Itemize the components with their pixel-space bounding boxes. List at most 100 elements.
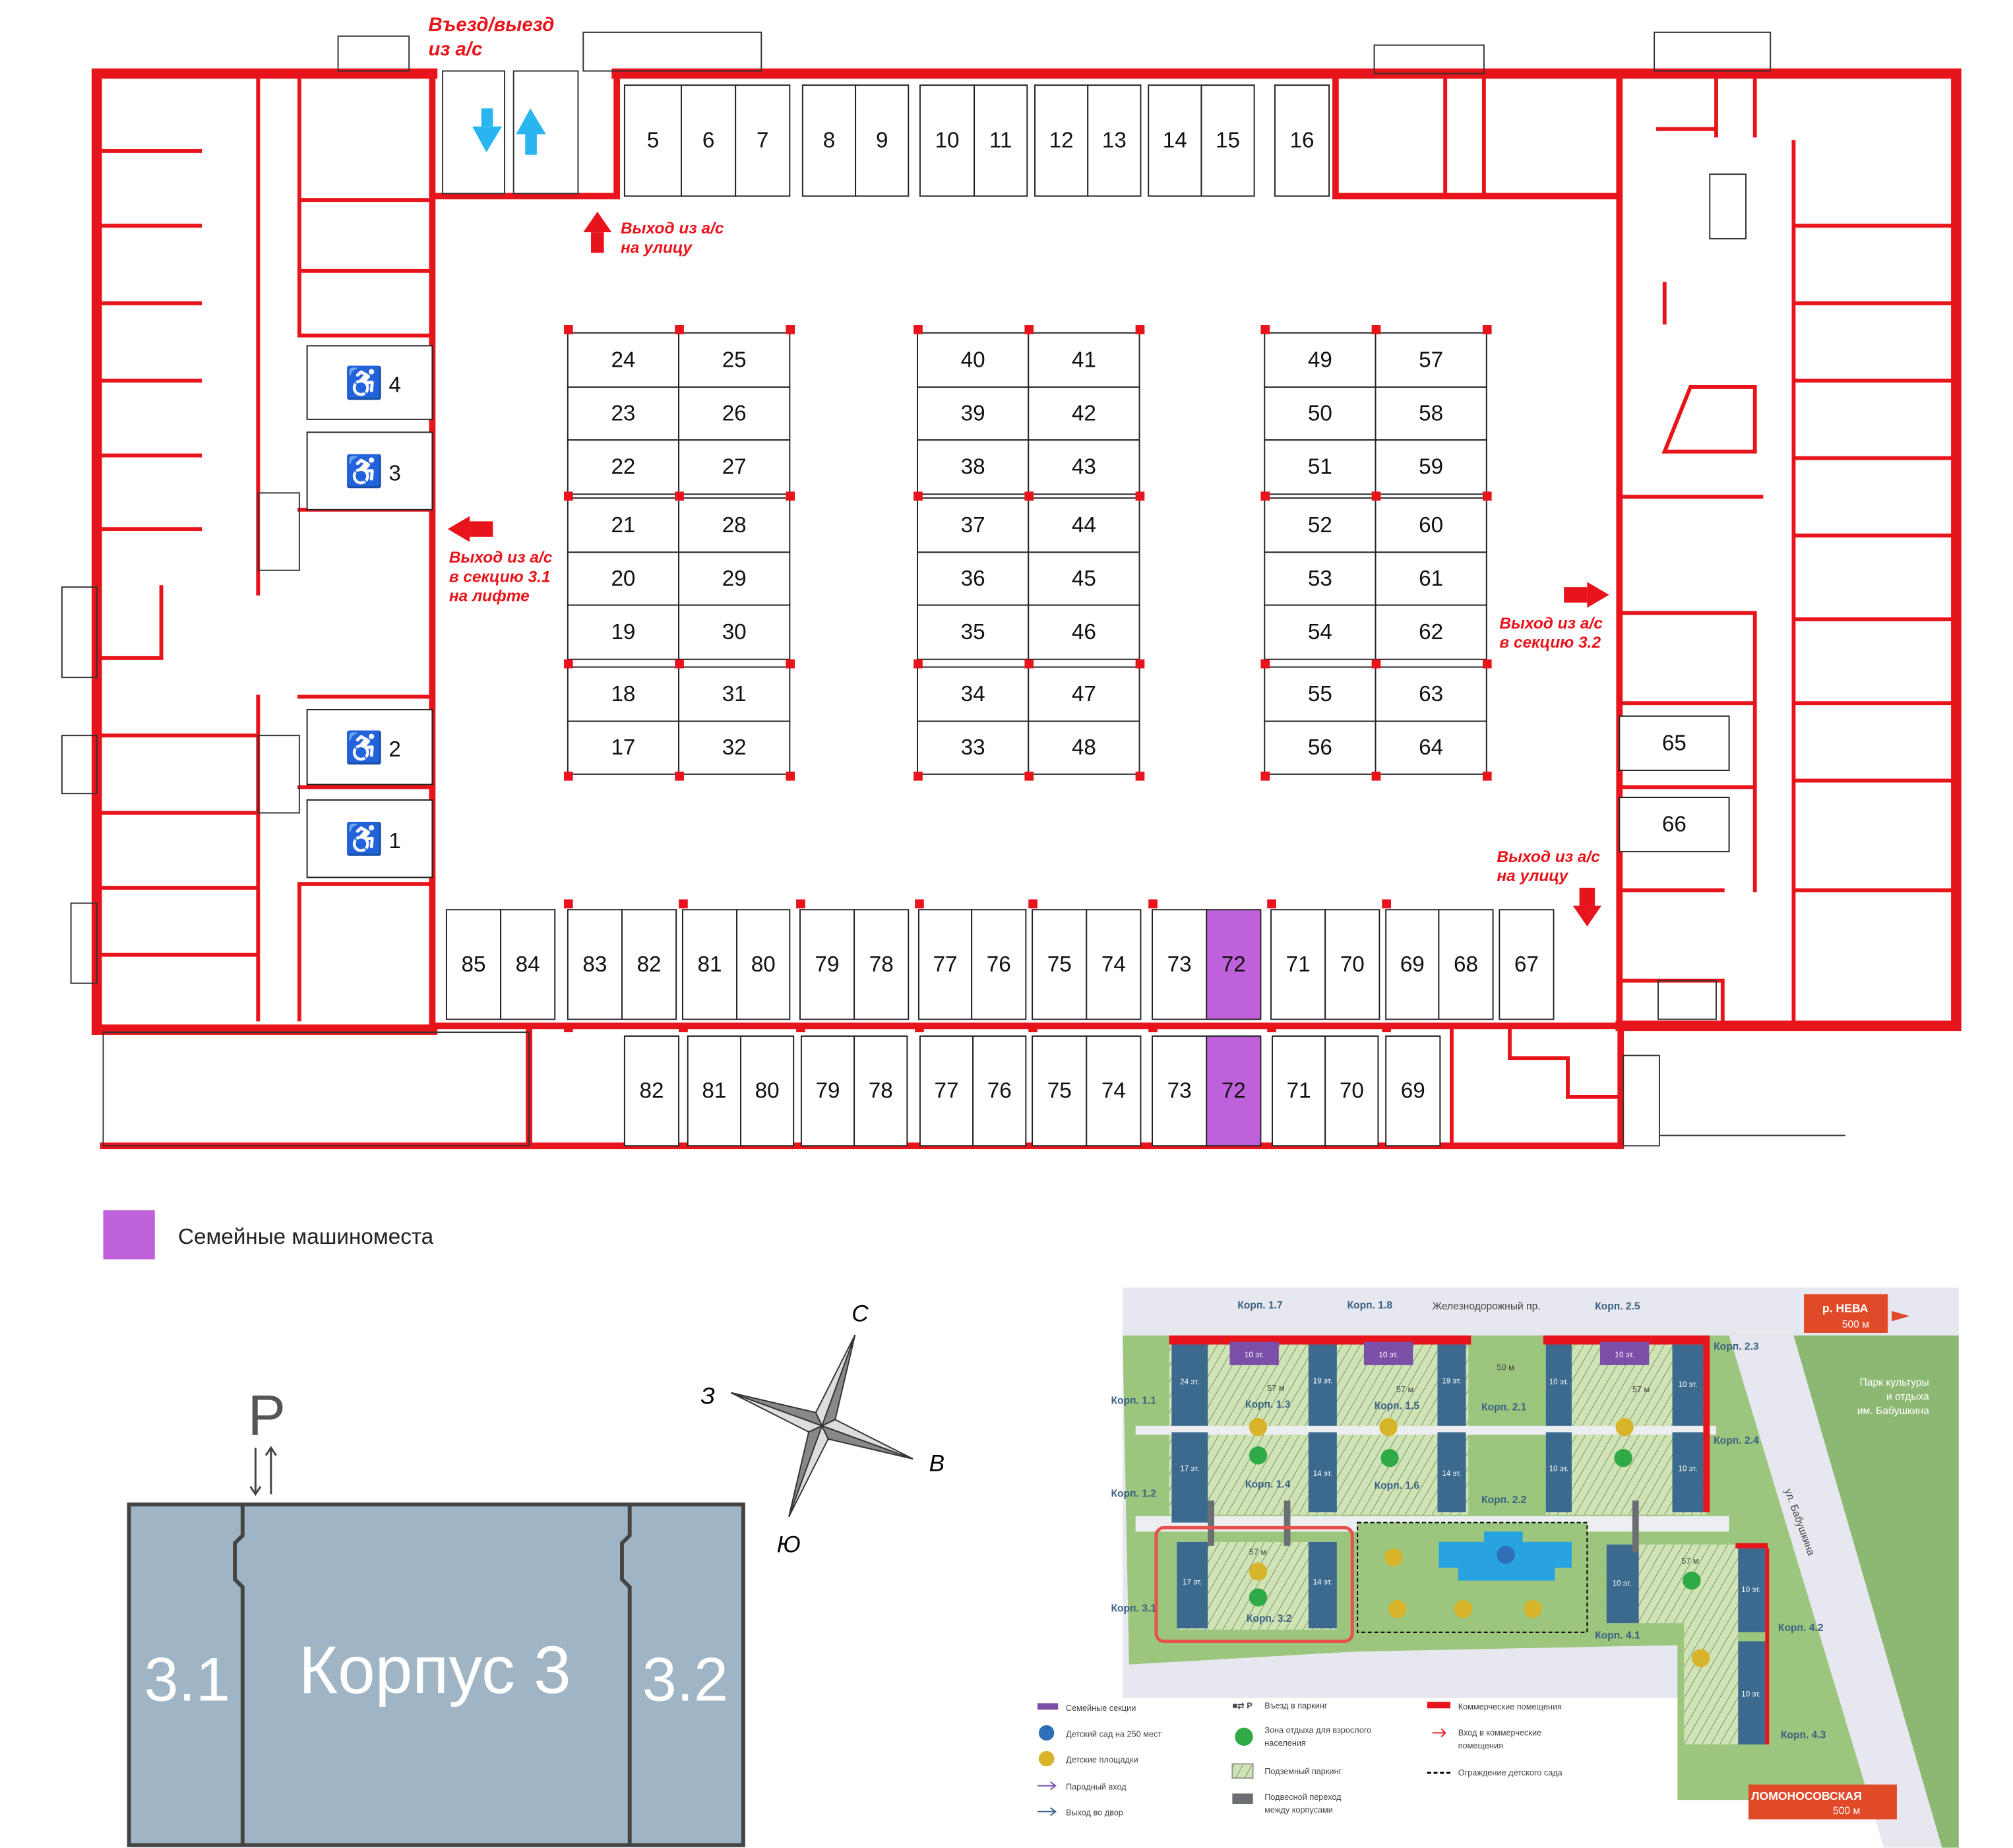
parking-spot-number: 81 [698, 952, 722, 977]
parking-spot[interactable] [917, 386, 1030, 441]
parking-spot[interactable] [1438, 909, 1494, 1020]
accessible-parking-spot[interactable] [306, 431, 433, 510]
parking-spot[interactable] [917, 439, 1030, 495]
walls [91, 68, 1962, 1150]
column-marker [675, 771, 684, 781]
parking-spot[interactable] [1034, 84, 1089, 197]
parking-spot[interactable] [919, 1035, 974, 1147]
parking-spot[interactable] [1028, 497, 1140, 553]
family-parking-spot[interactable] [1206, 1035, 1262, 1147]
parking-spot[interactable] [1375, 551, 1487, 606]
family-parking-spot[interactable] [1206, 909, 1262, 1020]
parking-spot[interactable] [917, 551, 1030, 606]
parking-spot[interactable] [567, 551, 680, 606]
parking-spot[interactable] [1086, 1035, 1142, 1147]
parking-spot-number: 35 [961, 620, 985, 644]
parking-spot[interactable] [919, 84, 976, 197]
parking-spot[interactable] [1264, 666, 1377, 722]
accessible-parking-spot[interactable] [306, 345, 433, 420]
parking-spot[interactable] [1375, 497, 1487, 553]
parking-spot[interactable] [1264, 551, 1377, 606]
river-sign [1804, 1294, 1888, 1333]
parking-spot[interactable] [567, 909, 623, 1020]
parking-spot[interactable] [1385, 1035, 1441, 1147]
parking-spot[interactable] [1152, 1035, 1208, 1147]
parking-spot[interactable] [678, 666, 791, 722]
parking-spot[interactable] [917, 332, 1030, 388]
svg-text:Корп. 2.1: Корп. 2.1 [1481, 1401, 1527, 1413]
parking-spot[interactable] [799, 909, 855, 1020]
parking-spot[interactable] [917, 497, 1030, 553]
parking-spot[interactable] [678, 332, 791, 388]
parking-spot[interactable] [1375, 439, 1487, 495]
parking-spot[interactable] [500, 909, 556, 1020]
parking-spot[interactable] [678, 386, 791, 441]
yard-exit-arrow-icon [1037, 1807, 1057, 1816]
parking-spot[interactable] [853, 909, 910, 1020]
parking-spot[interactable] [917, 604, 1030, 660]
parking-spot[interactable] [567, 720, 680, 775]
parking-spot[interactable] [567, 604, 680, 660]
parking-spot[interactable] [1375, 666, 1487, 722]
parking-spot[interactable] [623, 1035, 680, 1147]
parking-spot[interactable] [1264, 720, 1377, 775]
accessible-parking-spot[interactable] [306, 709, 433, 785]
parking-spot[interactable] [623, 84, 682, 197]
parking-spot[interactable] [687, 1035, 741, 1147]
parking-spot[interactable] [621, 909, 677, 1020]
parking-spot[interactable] [1087, 84, 1142, 197]
parking-spot[interactable] [678, 497, 791, 553]
parking-spot[interactable] [739, 1035, 795, 1147]
parking-spot[interactable] [1028, 720, 1140, 775]
parking-spot[interactable] [971, 909, 1027, 1020]
parking-spot[interactable] [1028, 332, 1140, 388]
parking-spot[interactable] [567, 332, 680, 388]
column-marker [563, 771, 573, 781]
parking-spot[interactable] [855, 84, 910, 197]
parking-spot[interactable] [917, 909, 973, 1020]
parking-spot[interactable] [972, 1035, 1027, 1147]
parking-spot[interactable] [1028, 666, 1140, 722]
parking-spot[interactable] [974, 84, 1028, 197]
parking-spot-number: 52 [1308, 513, 1332, 538]
parking-spot[interactable] [1385, 909, 1440, 1020]
parking-spot[interactable] [1086, 909, 1142, 1020]
parking-spot[interactable] [567, 666, 680, 722]
parking-spot[interactable] [681, 84, 737, 197]
parking-spot[interactable] [1032, 909, 1088, 1020]
parking-spot[interactable] [1270, 909, 1326, 1020]
parking-spot[interactable] [1274, 84, 1330, 197]
parking-spot[interactable] [678, 604, 791, 660]
parking-spot[interactable] [1324, 1035, 1379, 1147]
parking-spot[interactable] [1148, 84, 1202, 197]
parking-spot[interactable] [1375, 720, 1487, 775]
parking-spot[interactable] [678, 551, 791, 606]
parking-spot[interactable] [1028, 604, 1140, 660]
parking-spot[interactable] [1032, 1035, 1088, 1147]
parking-spot[interactable] [678, 720, 791, 775]
parking-spot[interactable] [1272, 1035, 1326, 1147]
parking-spot[interactable] [1375, 386, 1487, 441]
parking-spot[interactable] [1028, 439, 1140, 495]
legend-playgrounds: Детские площадки [1066, 1754, 1138, 1764]
parking-spot[interactable] [567, 386, 680, 441]
parking-spot-number: 57 [1419, 348, 1443, 372]
parking-spot[interactable] [1375, 604, 1487, 660]
parking-spot[interactable] [1264, 332, 1377, 388]
parking-spot[interactable] [1499, 909, 1555, 1020]
parking-spot[interactable] [800, 1035, 855, 1147]
parking-spot[interactable] [1152, 909, 1208, 1020]
parking-spot[interactable] [1200, 84, 1255, 197]
parking-spot[interactable] [567, 497, 680, 553]
parking-spot[interactable] [853, 1035, 908, 1147]
parking-spot[interactable] [735, 84, 791, 197]
parking-spot[interactable] [678, 439, 791, 495]
parking-spot[interactable] [1619, 797, 1730, 853]
parking-spot[interactable] [736, 909, 791, 1020]
parking-spot[interactable] [1619, 715, 1730, 771]
svg-text:19 эт.: 19 эт. [1313, 1376, 1332, 1385]
parking-spot[interactable] [1324, 909, 1380, 1020]
parking-spot[interactable] [1375, 332, 1487, 388]
parking-spot[interactable] [1028, 551, 1140, 606]
accessible-parking-spot[interactable] [306, 799, 433, 878]
